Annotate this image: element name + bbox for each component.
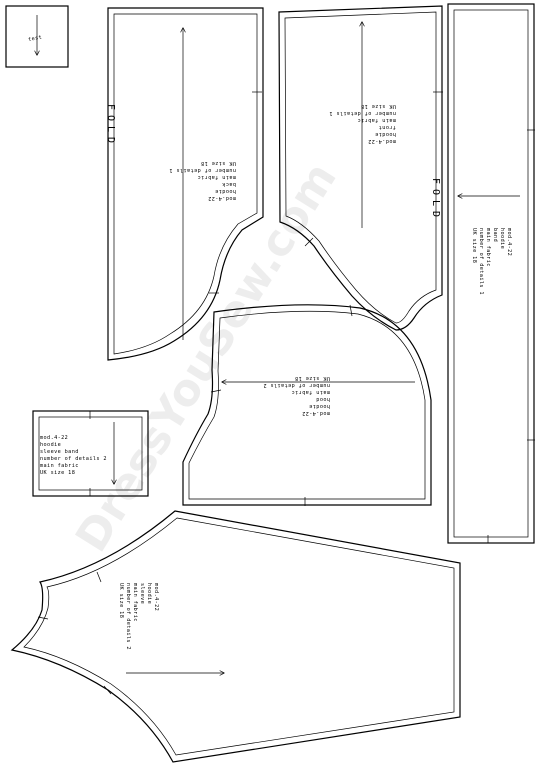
back-label-line: UK size 18 xyxy=(201,160,236,166)
band-label-line: main fabric xyxy=(485,228,491,267)
front-fold-label: FOLD xyxy=(430,178,441,222)
sleeve-label: mod.4-22 hoodie sleeve main fabric numbe… xyxy=(118,583,159,650)
sleeve-band-label-line: UK size 18 xyxy=(40,470,75,476)
sleeve-label-line: hoodie xyxy=(146,583,152,604)
front-label: mod.4-22 hoodie front main fabric number… xyxy=(329,103,396,144)
hood-label-line: hoodie xyxy=(309,403,330,409)
pattern-piece-band: mod.4-22 hoodie band main fabric number … xyxy=(447,3,535,544)
back-fold-label: FOLD xyxy=(105,104,116,148)
hood-label: mod.4-22 hoodie hood main fabric number … xyxy=(263,375,330,416)
band-label-line: band xyxy=(492,228,498,242)
front-label-line: main fabric xyxy=(357,117,396,123)
back-label-line: hoodie xyxy=(215,188,236,194)
front-label-line: UK size 18 xyxy=(361,103,396,109)
sleeve-label-line: sleeve xyxy=(139,583,145,604)
band-label-line: hoodie xyxy=(499,228,505,249)
sleeve-label-line: UK size 18 xyxy=(118,583,124,618)
front-label-line: hoodie xyxy=(375,131,396,137)
hood-label-line: mod.4-22 xyxy=(302,410,330,416)
test-square-label: test xyxy=(28,35,43,43)
hood-label-line: main fabric xyxy=(291,389,330,395)
pattern-piece-sleeve-band: mod.4-22 hoodie sleeve band number of de… xyxy=(32,410,149,497)
sleeve-band-label-line: hoodie xyxy=(40,442,61,448)
sleeve-label-line: mod.4-22 xyxy=(153,583,159,611)
pattern-piece-hood: mod.4-22 hoodie hood main fabric number … xyxy=(182,304,432,506)
front-label-line: number of details 1 xyxy=(329,110,396,116)
sleeve-band-label: mod.4-22 hoodie sleeve band number of de… xyxy=(40,435,107,476)
back-label-line: back xyxy=(221,181,236,187)
hood-label-line: UK size 18 xyxy=(295,375,330,381)
band-label: mod.4-22 hoodie band main fabric number … xyxy=(471,228,512,295)
sleeve-label-line: number of details 2 xyxy=(125,583,131,650)
pattern-piece-back: FOLD mod.4-22 hoodie back main fabric nu… xyxy=(105,7,264,361)
pattern-piece-front: FOLD mod.4-22 hoodie front main fabric n… xyxy=(278,5,443,331)
sleeve-band-label-line: sleeve band xyxy=(40,449,79,455)
band-label-line: number of details 1 xyxy=(478,228,484,295)
front-label-line: mod.4-22 xyxy=(368,138,396,144)
pattern-piece-sleeve: mod.4-22 hoodie sleeve main fabric numbe… xyxy=(10,510,461,763)
back-label-line: number of details 1 xyxy=(169,167,236,173)
back-label: mod.4-22 hoodie back main fabric number … xyxy=(169,160,236,201)
sleeve-band-label-line: main fabric xyxy=(40,463,79,469)
sleeve-band-label-line: number of details 2 xyxy=(40,456,107,462)
hood-label-line: hood xyxy=(316,396,330,402)
sleeve-label-line: main fabric xyxy=(132,583,138,622)
sleeve-band-label-line: mod.4-22 xyxy=(40,435,68,441)
back-label-line: main fabric xyxy=(197,174,236,180)
back-label-line: mod.4-22 xyxy=(208,195,236,201)
front-label-line: front xyxy=(378,124,396,130)
band-label-line: UK size 18 xyxy=(471,228,477,263)
hood-label-line: number of details 2 xyxy=(263,382,330,388)
band-label-line: mod.4-22 xyxy=(506,228,512,256)
test-square: test xyxy=(5,5,69,68)
